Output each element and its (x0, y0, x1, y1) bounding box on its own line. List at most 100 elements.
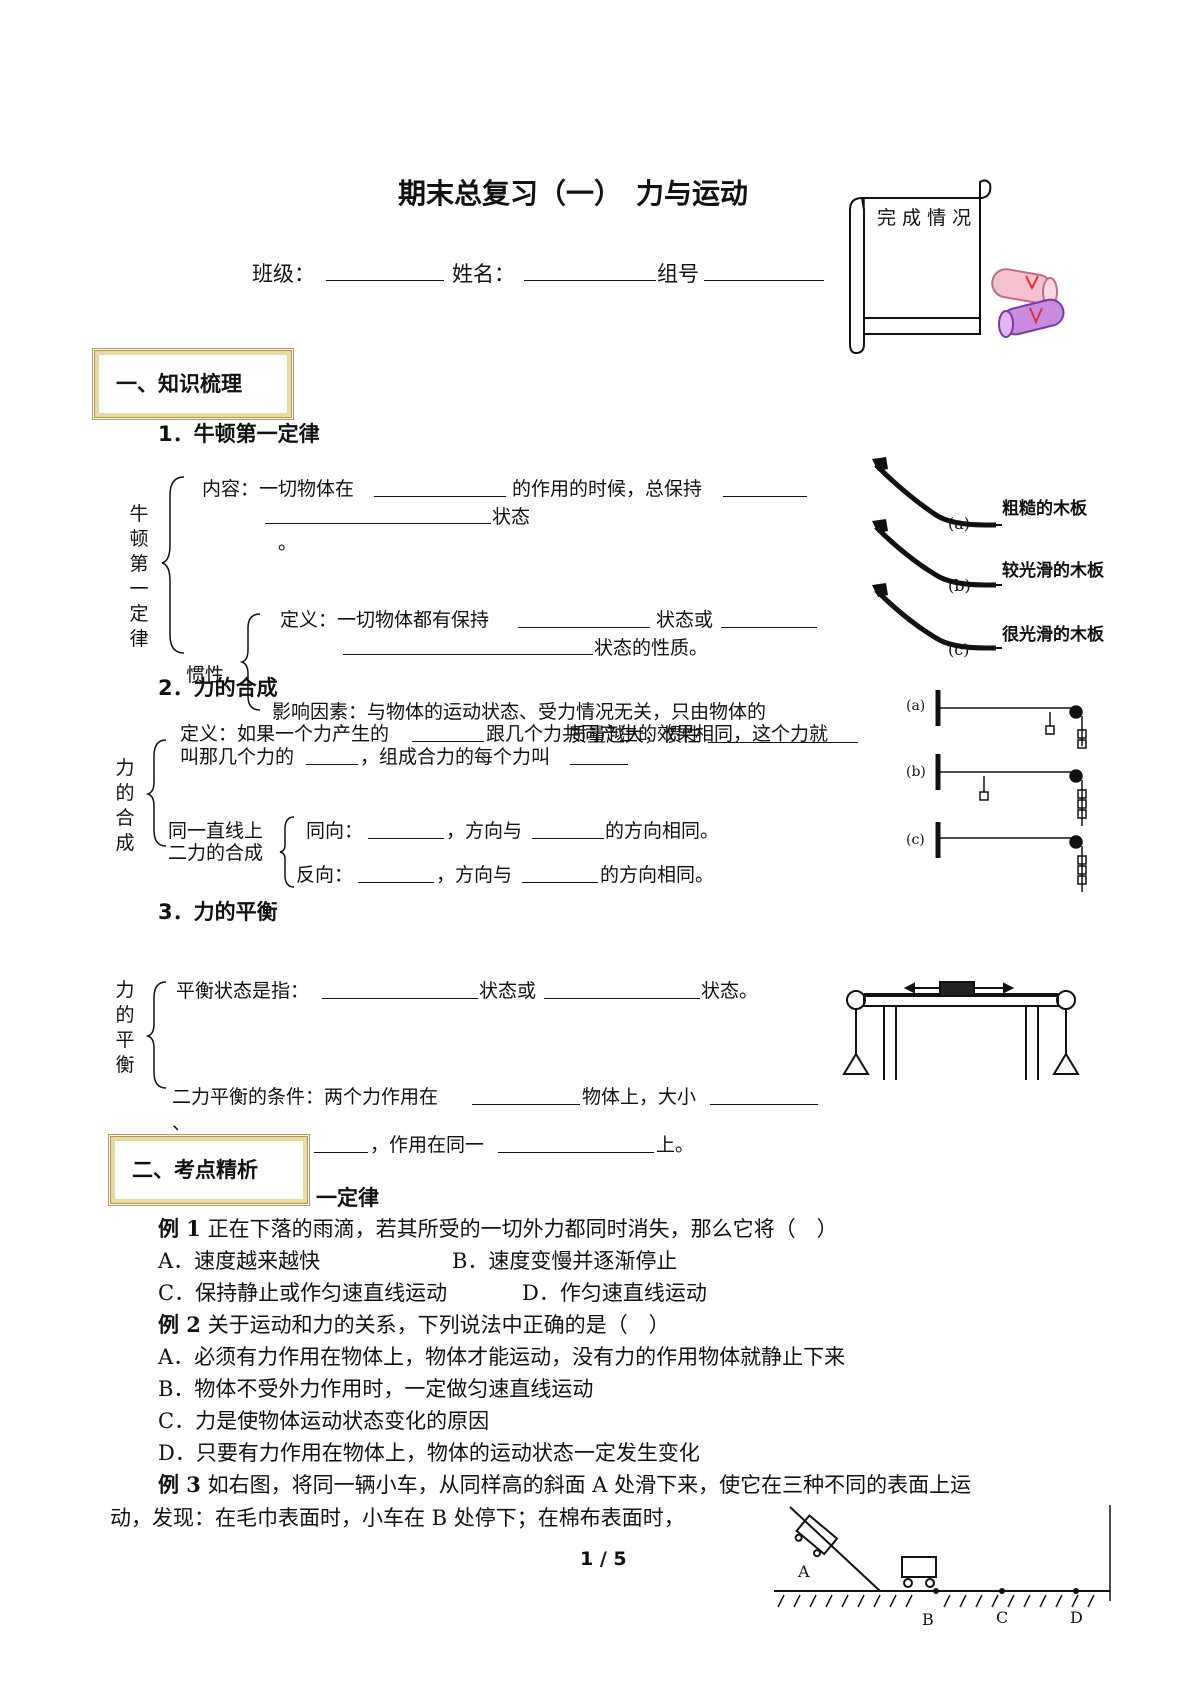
same-line-label-1: 同一直线上 (168, 820, 264, 842)
same-dir-blank-2[interactable] (532, 820, 604, 839)
inertia-brace (239, 613, 261, 711)
balance-cond-prefix: 二力平衡的条件：两个力作用在 (172, 1086, 439, 1108)
same-line-brace (279, 816, 295, 888)
class-label: 班级： (252, 262, 315, 286)
balance-blank-3[interactable] (472, 1086, 580, 1105)
ramp-tag-a: (a) (948, 514, 971, 533)
inertia-blank-1[interactable] (518, 609, 650, 628)
compose-def-prefix: 定义：如果一个力产生的 (180, 723, 390, 745)
ramp-figure (872, 457, 1002, 651)
inertia-factor: 影响因素：与物体的运动状态、受力情况无关，只由物体的 (272, 701, 767, 723)
example-3-stem-2: 动，发现：在毛巾表面时，小车在 B 处停下；在棉布表面时， (110, 1506, 685, 1530)
balance-blank-2[interactable] (544, 980, 700, 999)
newton-heading: 1．牛顿第一定律 (158, 422, 320, 446)
opp-dir-end: 的方向相同。 (600, 864, 715, 886)
example-2-stem: 关于运动和力的关系，下列说法中正确的是（ ） (207, 1313, 670, 1337)
inertia-def-end: 状态的性质。 (594, 637, 709, 659)
inertia-blank-2[interactable] (721, 609, 817, 628)
example-1-label: 例 1 (158, 1216, 201, 1241)
balance-cond-line2b: 上。 (656, 1134, 695, 1156)
inertia-blank-3[interactable] (343, 636, 593, 655)
example-3: 例 3 如右图，将同一辆小车，从同样高的斜面 A 处滑下来，使它在三种不同的表面… (158, 1469, 971, 1499)
name-label: 姓名： (452, 262, 515, 286)
compose-brace-label: 力的合成 (115, 757, 135, 854)
balance-blank-4[interactable] (710, 1086, 818, 1105)
compose-brace (145, 739, 167, 847)
example-2-label: 例 2 (158, 1312, 201, 1337)
same-dir-end: 的方向相同。 (605, 820, 720, 842)
incline-cart-figure (774, 1505, 1111, 1608)
inertia-def-mid: 状态或 (656, 609, 714, 631)
example-2-option-c[interactable]: C．力是使物体运动状态变化的原因 (158, 1409, 490, 1433)
newton-brace (161, 476, 185, 654)
section-two-title: 二、考点精析 (132, 1158, 258, 1182)
page-number: 1 / 5 (580, 1548, 627, 1570)
example-2-option-b[interactable]: B．物体不受外力作用时，一定做匀速直线运动 (158, 1377, 594, 1401)
compose-blank-2[interactable] (306, 746, 358, 765)
analysis-heading-fragment: 一定律 (316, 1186, 379, 1210)
compose-def-line2a: 叫那几个力的 (180, 746, 295, 768)
ramp-label-c: 很光滑的木板 (1002, 625, 1104, 645)
compose-def-line2b: ，组成合力的每个力叫 (360, 746, 551, 768)
newton-content-mid: 的作用的时候，总保持 (512, 478, 703, 500)
balance-blank-5[interactable] (314, 1134, 368, 1153)
force-tag-a: (a) (906, 698, 926, 714)
balance-heading: 3．力的平衡 (158, 900, 278, 924)
same-dir-mid: ，方向与 (446, 820, 523, 842)
same-dir-blank-1[interactable] (368, 820, 444, 839)
ramp-tag-b: (b) (948, 576, 971, 595)
name-blank[interactable] (524, 262, 656, 281)
section-two-frame (108, 1134, 310, 1206)
same-dir-label: 同向： (306, 820, 364, 842)
balance-blank-6[interactable] (498, 1134, 654, 1153)
balance-cond-mid: 物体上，大小 (582, 1086, 697, 1108)
group-blank[interactable] (704, 262, 824, 281)
example-2-option-d[interactable]: D．只要有力作用在物体上，物体的运动状态一定发生变化 (158, 1441, 700, 1465)
opp-dir-blank-1[interactable] (358, 864, 434, 883)
balance-state-mid: 状态或 (479, 980, 537, 1002)
incline-point-b: B (922, 1610, 934, 1629)
section-one-title: 一、知识梳理 (116, 372, 242, 396)
example-1-option-c[interactable]: C．保持静止或作匀速直线运动 (158, 1281, 448, 1305)
newton-blank-3[interactable] (265, 505, 491, 524)
compose-heading: 2．力的合成 (158, 676, 278, 700)
example-2-option-a[interactable]: A．必须有力作用在物体上，物体才能运动，没有力的作用物体就静止下来 (158, 1345, 846, 1369)
balance-cond-line2a: ，作用在同一 (370, 1134, 485, 1156)
incline-point-a: A (798, 1562, 810, 1581)
inertia-def-prefix: 定义：一切物体都有保持 (280, 609, 490, 631)
compose-blank-1[interactable] (412, 723, 484, 742)
balance-table-figure (842, 981, 1080, 1080)
newton-blank-2[interactable] (723, 478, 807, 497)
example-1-stem: 正在下落的雨滴，若其所受的一切外力都同时消失，那么它将（ ） (207, 1217, 838, 1241)
ramp-label-a: 粗糙的木板 (1002, 499, 1087, 519)
scroll-text: 完 成 情 况 (877, 207, 972, 229)
page-title: 期末总复习（一） 力与运动 (398, 177, 749, 210)
opp-dir-blank-2[interactable] (522, 864, 598, 883)
example-1-option-d[interactable]: D．作匀速直线运动 (522, 1281, 707, 1305)
newton-content-prefix: 内容：一切物体在 (202, 478, 355, 500)
incline-point-c: C (996, 1608, 1009, 1627)
ramp-tag-c: (c) (948, 640, 970, 659)
class-blank[interactable] (326, 262, 444, 281)
compose-blank-3[interactable] (570, 746, 628, 765)
example-2: 例 2 关于运动和力的关系，下列说法中正确的是（ ） (158, 1309, 670, 1339)
balance-cond-comma: 、 (172, 1112, 192, 1134)
incline-point-d: D (1070, 1608, 1083, 1627)
example-1-option-b[interactable]: B．速度变慢并逐渐停止 (452, 1249, 678, 1273)
opp-dir-label: 反向： (296, 864, 354, 886)
newton-blank-1[interactable] (374, 478, 506, 497)
balance-brace (145, 981, 167, 1089)
balance-blank-1[interactable] (322, 980, 478, 999)
force-tag-c: (c) (906, 832, 925, 848)
example-1-option-a[interactable]: A．速度越来越快 (158, 1249, 321, 1273)
balance-brace-label: 力的平衡 (115, 979, 135, 1076)
inertia-factor-end: 质量越大，惯性 (568, 724, 702, 746)
opp-dir-mid: ，方向与 (436, 864, 513, 886)
newton-content-state: 状态 (492, 506, 531, 528)
force-tag-b: (b) (906, 764, 926, 780)
inertia-label: 惯性 (186, 664, 225, 686)
group-label: 组号 (657, 262, 699, 286)
force-composition-figure (935, 690, 1087, 892)
inertia-blank-4[interactable] (708, 724, 858, 743)
compose-def-mid: 跟几个力共同产生的效果相同，这个力就 (486, 723, 829, 745)
